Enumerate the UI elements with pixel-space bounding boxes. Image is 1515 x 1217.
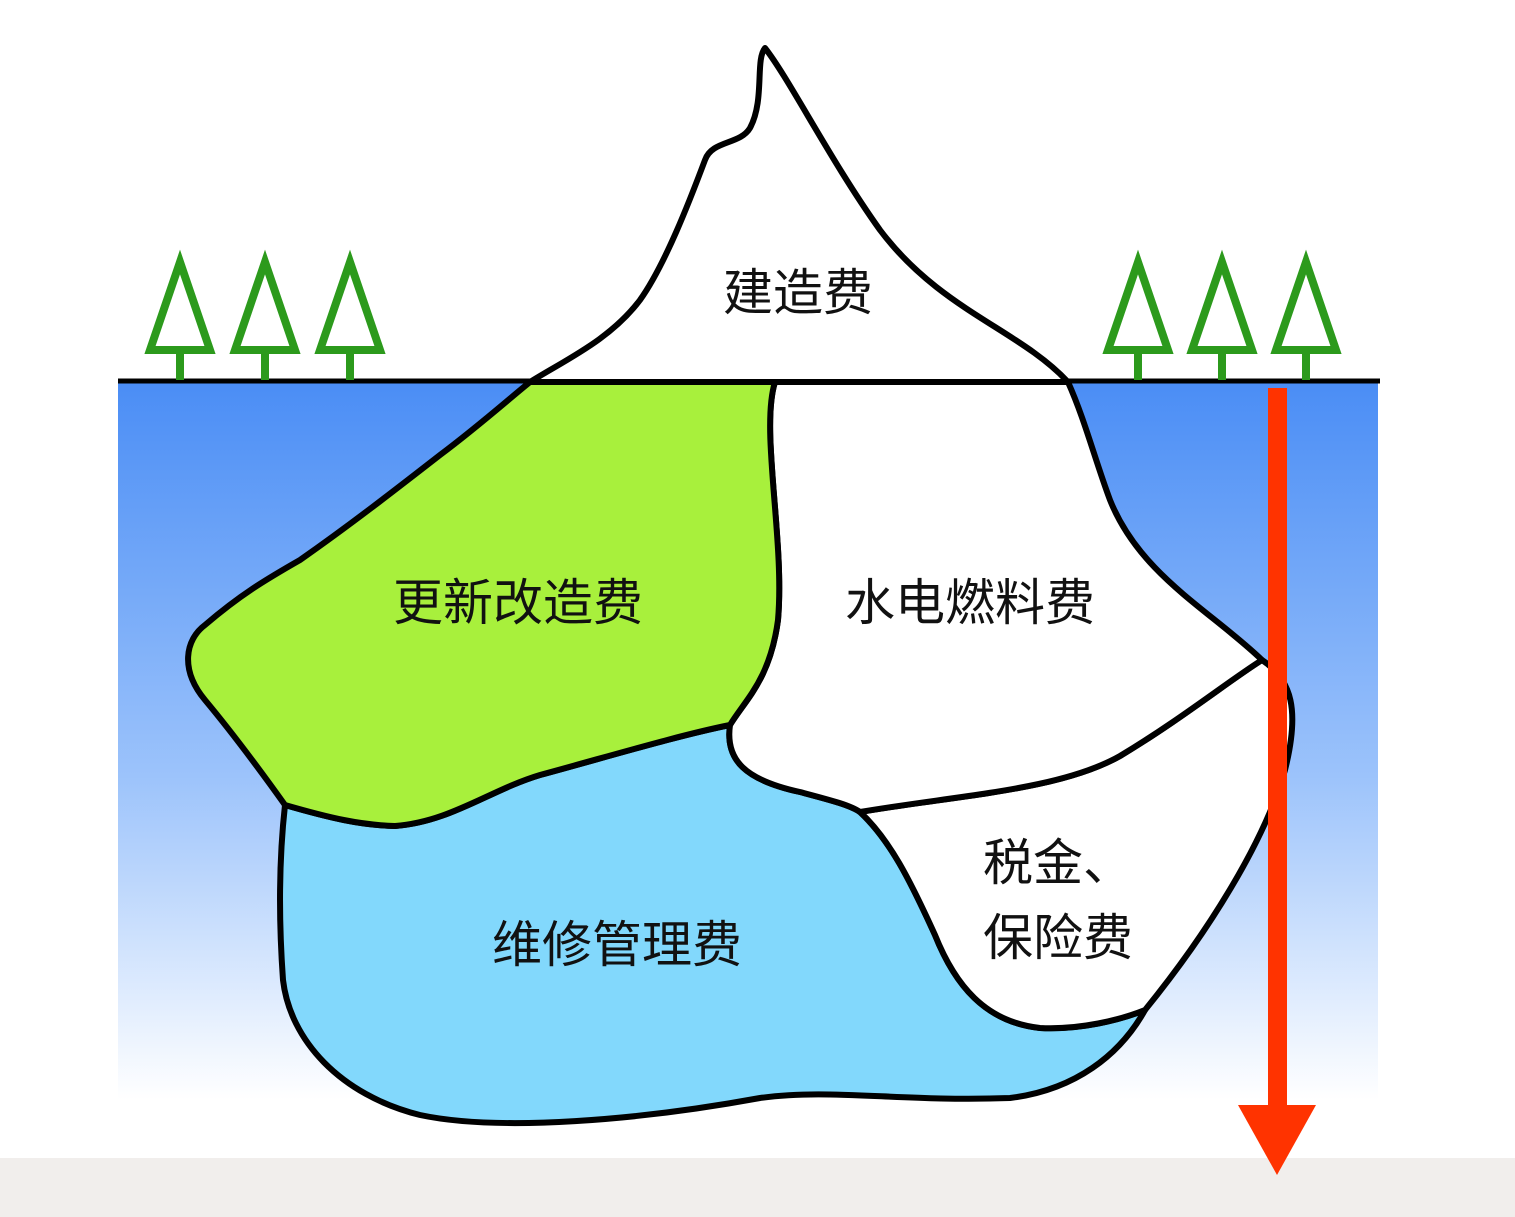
label-renovation: 更新改造费	[393, 574, 643, 632]
tree-icon	[314, 249, 386, 380]
label-tax-line2: 保险费	[983, 909, 1133, 967]
label-construction: 建造费	[723, 264, 873, 322]
tree-icon	[1270, 249, 1342, 380]
ground-band	[0, 1158, 1515, 1217]
arrow-down-icon	[1238, 388, 1316, 1175]
label-tax-line1: 税金、	[983, 834, 1133, 892]
tree-icon	[229, 249, 301, 380]
tree-icon	[1186, 249, 1258, 380]
label-utilities: 水电燃料费	[845, 574, 1095, 632]
construction-region	[527, 45, 1071, 385]
label-maintenance: 维修管理费	[492, 916, 742, 974]
tree-icon	[1102, 249, 1174, 380]
tree-icon	[144, 249, 216, 380]
renovation-region	[185, 379, 783, 829]
